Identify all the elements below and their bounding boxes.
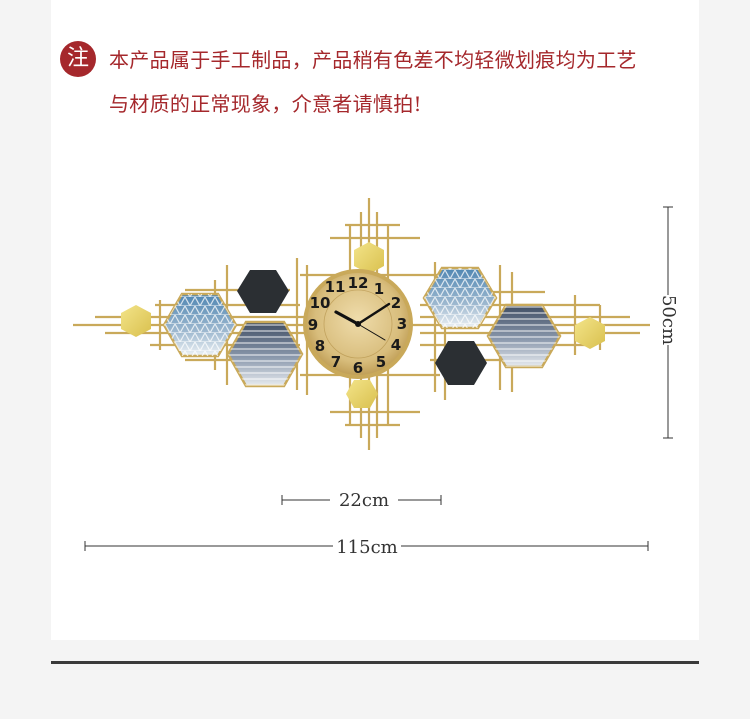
clock: 12 1 2 3 4 5 6 7 8 9 10 11 [303,269,413,379]
clock-diameter-label: 22cm [339,490,389,511]
steel-hexagon-right [486,303,562,369]
numeral-2: 2 [391,294,401,312]
yellow-hexagon-bottom [346,380,378,408]
clock-numerals: 12 1 2 3 4 5 6 7 8 9 10 11 [308,274,407,377]
numeral-5: 5 [376,353,386,371]
dark-hexagon-left [237,270,289,313]
numeral-12: 12 [348,274,369,292]
numeral-7: 7 [331,353,341,371]
bottom-divider [51,661,699,664]
numeral-6: 6 [353,359,363,377]
width-dimension [84,541,649,551]
numeral-8: 8 [315,337,325,355]
height-label: 50cm [658,295,679,345]
width-label: 115cm [336,537,398,558]
blue-hexagon-right [422,266,498,330]
notice-line-2: 与材质的正常现象，介意者请慎拍! [109,92,422,116]
dark-hexagon-right [435,341,487,385]
yellow-hexagon-top [354,242,384,274]
notice-text: 本产品属于手工制品，产品稍有色差不均轻微划痕均为工艺 与材质的正常现象，介意者请… [109,38,699,126]
yellow-hexagon-right [575,317,605,349]
numeral-9: 9 [308,316,318,334]
numeral-1: 1 [374,280,384,298]
numeral-4: 4 [391,336,401,354]
numeral-11: 11 [325,278,346,296]
blue-hexagon-left [162,292,238,358]
notice-badge: 注 [60,41,96,77]
hour-hand [334,310,360,326]
minute-hand [356,302,391,326]
notice-line-1: 本产品属于手工制品，产品稍有色差不均轻微划痕均为工艺 [109,48,637,72]
second-hand [357,323,386,341]
numeral-3: 3 [397,315,407,333]
steel-hexagon-left [226,320,304,388]
numeral-10: 10 [310,294,331,312]
clock-center-pin [355,321,361,327]
yellow-hexagon-left [121,305,151,337]
clock-diameter-dimension [281,495,442,505]
height-dimension [663,206,673,439]
